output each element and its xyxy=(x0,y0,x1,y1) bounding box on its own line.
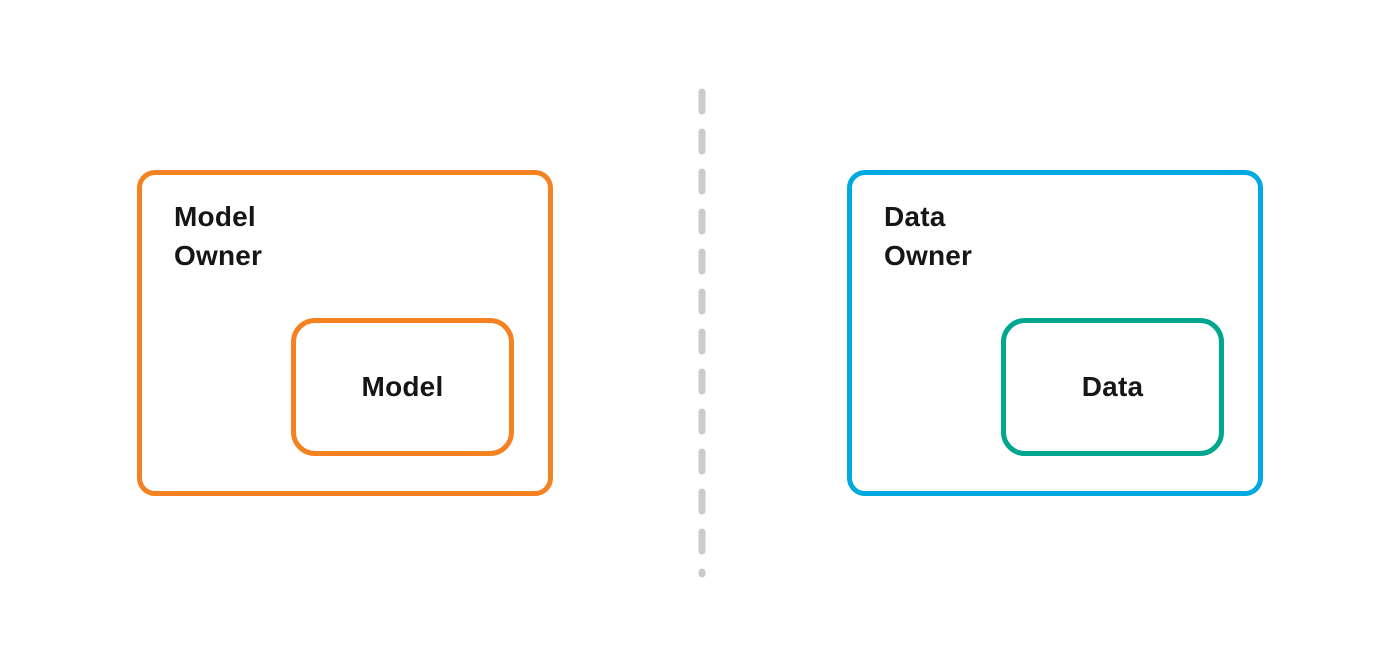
data-box: Data xyxy=(1001,318,1224,456)
data-owner-label: Data Owner xyxy=(884,201,973,271)
model-owner-box: Model Owner Model xyxy=(137,170,553,496)
model-box: Model xyxy=(291,318,514,456)
divider-dashed-line xyxy=(698,88,706,578)
model-label: Model xyxy=(361,371,444,402)
data-label: Data xyxy=(1081,371,1144,402)
data-owner-box: Data Owner Data xyxy=(847,170,1263,496)
model-owner-label: Model Owner xyxy=(174,201,263,271)
